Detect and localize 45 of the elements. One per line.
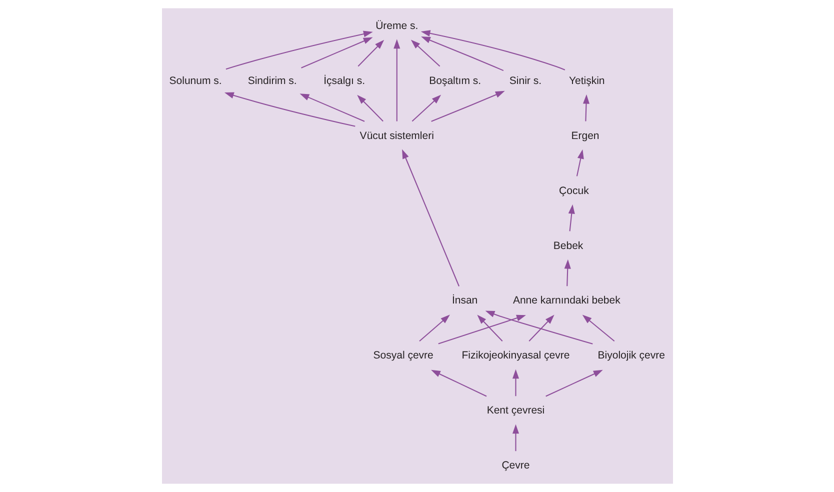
arrow: [576, 149, 584, 176]
node-text: Sindirim s.: [247, 74, 296, 87]
arrow: [225, 30, 372, 70]
arrow: [418, 314, 450, 342]
node-text: Boşaltım s.: [428, 74, 481, 87]
arrow: [512, 369, 519, 396]
node-text: İnsan: [451, 294, 478, 307]
node-text: Sinir s.: [508, 74, 541, 87]
arrow: [393, 39, 400, 122]
node-text: Ergen: [570, 130, 599, 142]
arrow: [299, 94, 364, 122]
arrow: [402, 149, 459, 286]
node-text: Sosyal çevre: [372, 350, 433, 362]
node-text: Kent çevresi: [486, 404, 544, 417]
node-text: Anne karnındaki bebek: [512, 294, 620, 307]
arrow: [430, 370, 486, 397]
arrow: [528, 314, 554, 342]
node-text: Vücut sistemleri: [359, 130, 434, 142]
node-text: Fizikojeokinyasal çevre: [461, 350, 570, 362]
node-text: Çevre: [501, 460, 530, 472]
arrow: [430, 90, 504, 122]
node-text: Biyolojik çevre: [597, 350, 664, 362]
arrow: [476, 314, 502, 342]
node-text: Solunum s.: [168, 74, 222, 87]
arrow: [356, 94, 383, 122]
arrow: [484, 310, 592, 344]
arrow: [582, 94, 590, 122]
arrow: [438, 314, 526, 344]
node-text: İçsalgı s.: [323, 74, 365, 87]
arrow: [357, 40, 384, 67]
node-text: Üreme s.: [375, 20, 418, 32]
arrow: [300, 37, 372, 68]
node-text: Çocuk: [558, 184, 588, 197]
arrow: [568, 204, 574, 232]
arrow: [420, 30, 565, 70]
node-text: Bebek: [552, 240, 583, 252]
arrow: [410, 40, 440, 67]
arrow: [512, 424, 519, 452]
arrow: [564, 259, 570, 286]
arrow: [582, 314, 614, 342]
arrow: [545, 370, 602, 397]
arrow: [224, 92, 355, 127]
arrow: [420, 36, 504, 72]
arrow: [411, 94, 441, 122]
node-text: Yetişkin: [568, 74, 604, 87]
